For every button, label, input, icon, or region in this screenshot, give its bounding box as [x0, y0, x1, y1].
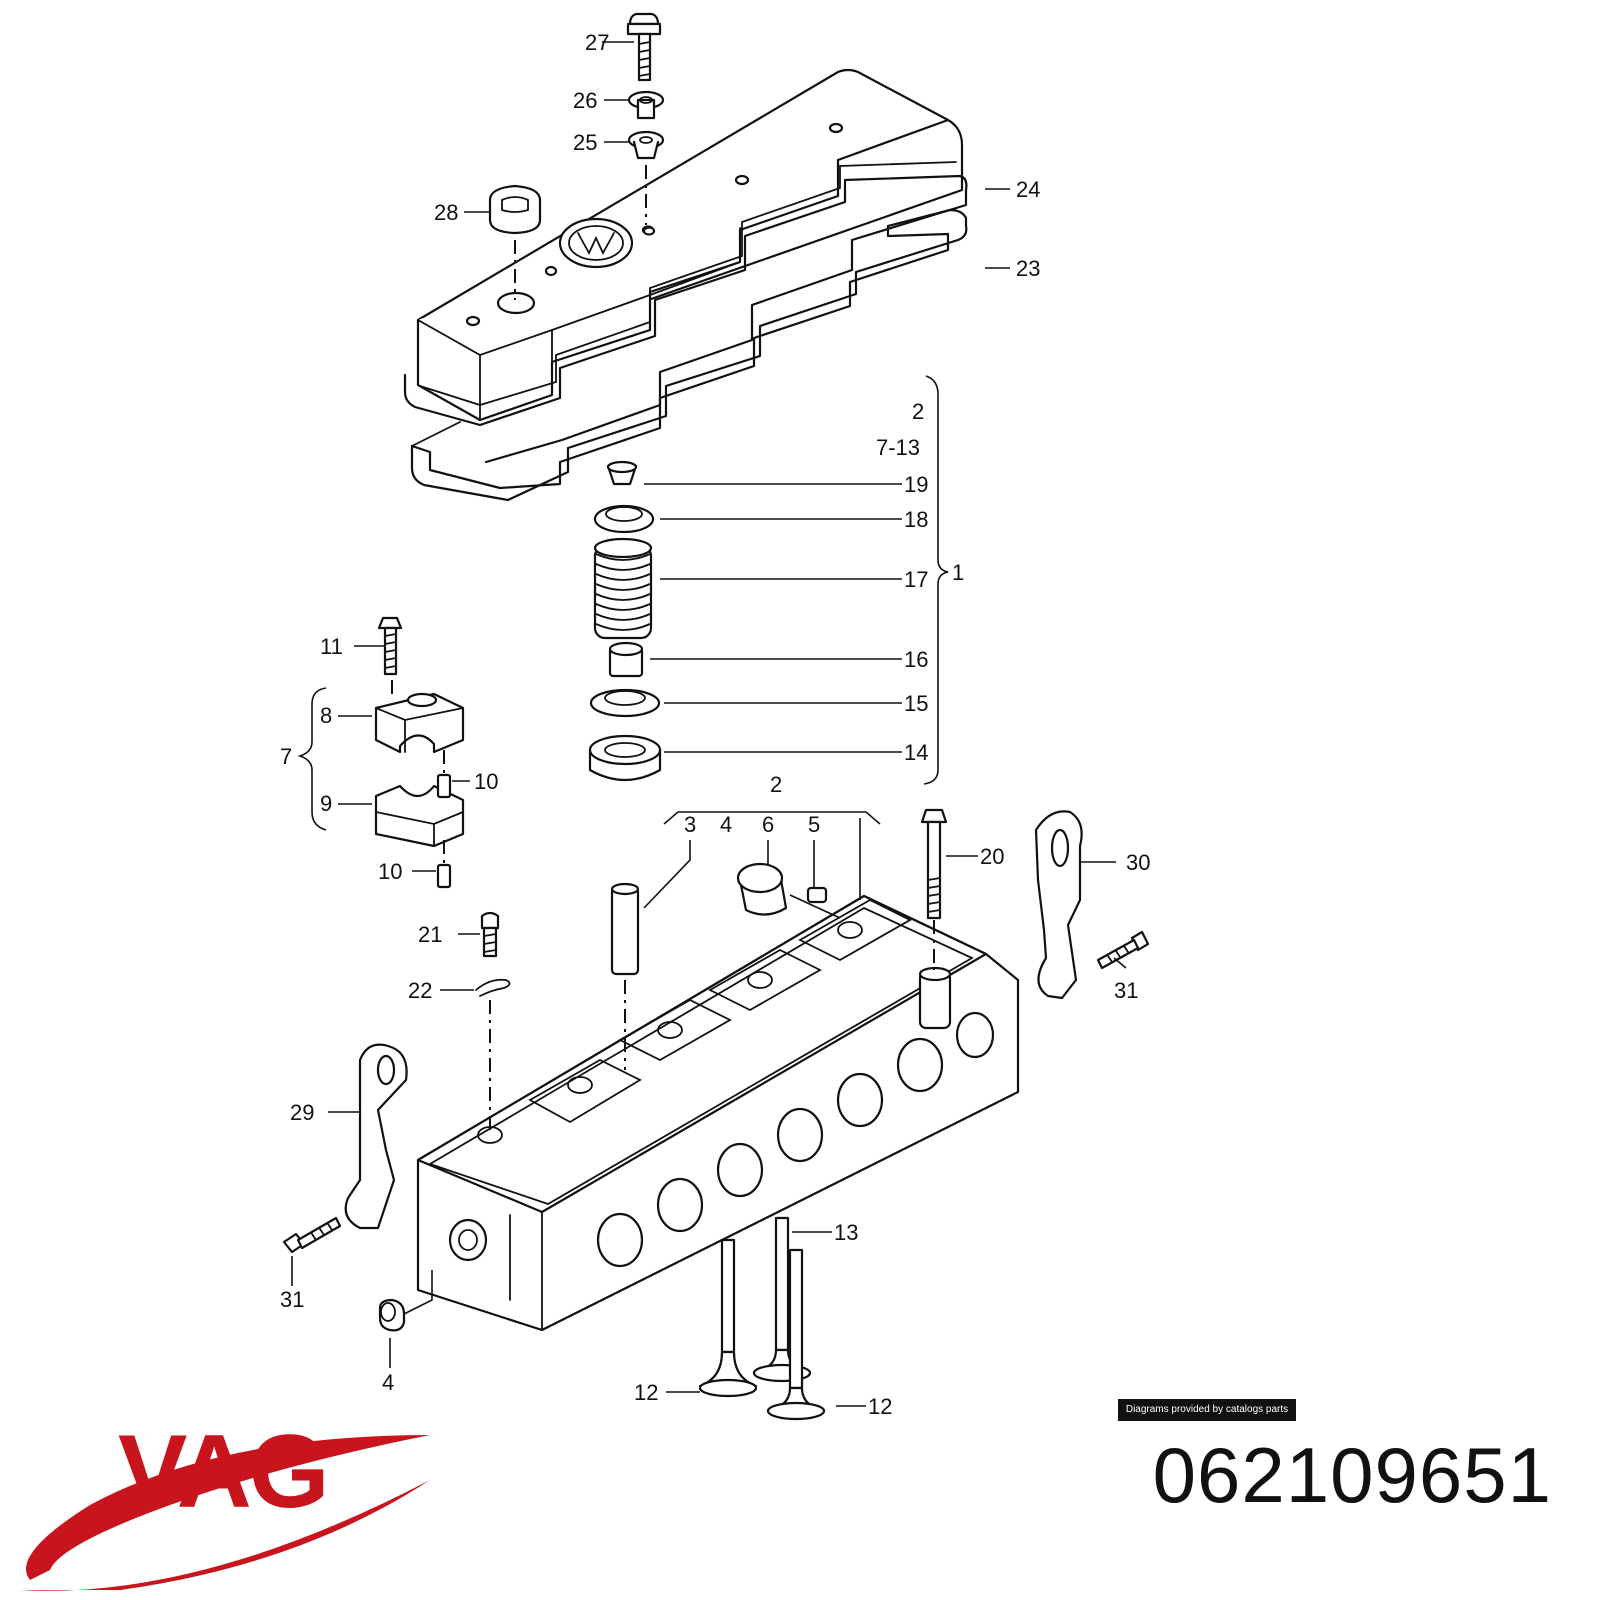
- valve-stem[interactable]: [766, 1248, 826, 1421]
- callout-23: 23: [1016, 256, 1040, 281]
- cover-washer[interactable]: [627, 130, 665, 160]
- callout-20: 20: [980, 844, 1004, 869]
- callout-24: 24: [1016, 177, 1040, 202]
- callout-16: 16: [904, 647, 928, 672]
- head-bolt[interactable]: [920, 808, 948, 920]
- callout-8: 8: [320, 703, 332, 728]
- oil-filler-cap[interactable]: [488, 184, 542, 235]
- cover-bolt[interactable]: [626, 12, 662, 82]
- bracket-bolt-right[interactable]: [1096, 930, 1150, 970]
- callout-13: 13: [834, 1220, 858, 1245]
- callout-4: 4: [382, 1370, 394, 1395]
- callout-9: 9: [320, 791, 332, 816]
- callout-27: 27: [585, 30, 609, 55]
- bearing-cap-lower[interactable]: [374, 784, 465, 848]
- vag-logo: VAG: [20, 1414, 430, 1591]
- callout-29: 29: [290, 1100, 314, 1125]
- callout-2-group: 2: [770, 772, 782, 797]
- logo-swoosh-lower: [20, 1480, 430, 1591]
- callout-1: 1: [952, 560, 964, 585]
- callout-26: 26: [573, 88, 597, 113]
- callout-17: 17: [904, 567, 928, 592]
- cylinder-head[interactable]: [416, 894, 1020, 1332]
- callout-3: 3: [684, 812, 696, 837]
- expansion-plug[interactable]: [378, 1298, 406, 1332]
- callout-4-group: 4: [720, 812, 732, 837]
- callout-30: 30: [1126, 850, 1150, 875]
- callout-21: 21: [418, 922, 442, 947]
- cover-gasket[interactable]: [410, 208, 968, 502]
- spring-retainer[interactable]: [593, 504, 655, 534]
- cover-grommet[interactable]: [627, 90, 665, 120]
- bearing-bolt[interactable]: [377, 616, 403, 676]
- lifting-eye-left[interactable]: [344, 1043, 408, 1230]
- callout-12-left: 12: [634, 1380, 658, 1405]
- callout-19: 19: [904, 472, 928, 497]
- callout-25: 25: [573, 130, 597, 155]
- bearing-cap-upper[interactable]: [374, 692, 465, 754]
- callout-31-right: 31: [1114, 978, 1138, 1003]
- small-plug[interactable]: [806, 886, 828, 904]
- brand-name: VAG: [118, 1414, 327, 1530]
- logo-swoosh: [26, 1435, 430, 1580]
- callout-5: 5: [808, 812, 820, 837]
- bracket-bolt-left[interactable]: [282, 1216, 342, 1254]
- dowel-sleeve-lower[interactable]: [436, 863, 452, 889]
- callout-10-lower: 10: [378, 859, 402, 884]
- lifting-eye-right[interactable]: [1034, 810, 1083, 1000]
- callout-6: 6: [762, 812, 774, 837]
- valve-cotter[interactable]: [606, 460, 638, 486]
- retaining-clip[interactable]: [475, 978, 511, 997]
- valve-spring[interactable]: [593, 537, 653, 640]
- valve-seat-ring[interactable]: [588, 734, 662, 781]
- callout-15: 15: [904, 691, 928, 716]
- callout-labels: 27 26 25 28 24 23 2 7-13 19 18 17 1 16 1…: [280, 30, 1150, 1419]
- spring-seat[interactable]: [589, 688, 661, 718]
- callout-18: 18: [904, 507, 928, 532]
- plug-screw[interactable]: [480, 911, 500, 958]
- sealing-plug[interactable]: [736, 862, 788, 916]
- callout-31-left: 31: [280, 1287, 304, 1312]
- callout-7: 7: [280, 744, 292, 769]
- callout-7-13: 7-13: [876, 435, 920, 460]
- valve-guide[interactable]: [610, 882, 640, 976]
- leader-lines: [291, 41, 1127, 1407]
- callout-10-upper: 10: [474, 769, 498, 794]
- valve-stem-seal[interactable]: [608, 641, 644, 678]
- callout-12-right: 12: [868, 1394, 892, 1419]
- callout-11: 11: [320, 634, 343, 659]
- callout-22: 22: [408, 978, 432, 1003]
- callout-28: 28: [434, 200, 458, 225]
- valve-cover[interactable]: [403, 68, 968, 464]
- diagram-credit-badge: Diagrams provided by catalogs parts: [1118, 1399, 1296, 1421]
- callout-2-top: 2: [912, 399, 924, 424]
- callout-14: 14: [904, 740, 928, 765]
- dowel-sleeve-upper[interactable]: [436, 773, 452, 799]
- intake-valve[interactable]: [698, 1238, 758, 1398]
- part-number: 062109651: [1152, 1431, 1552, 1519]
